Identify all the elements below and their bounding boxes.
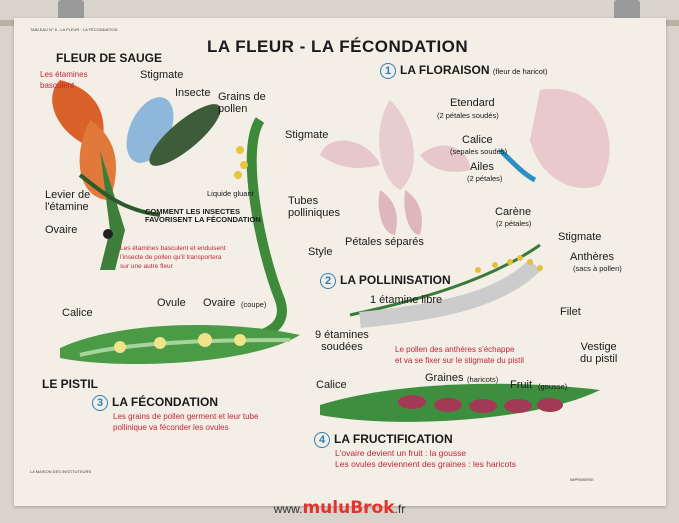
sauge-ovaire: Ovaire bbox=[45, 224, 78, 236]
fruct-calice: Calice bbox=[316, 379, 347, 391]
etendard-note: (2 pétales soudés) bbox=[437, 111, 499, 120]
carene-note: (2 pétales) bbox=[496, 219, 532, 228]
calice-label: Calice bbox=[462, 134, 493, 146]
pistil-ovule: Ovule bbox=[157, 297, 186, 309]
etendard-label: Etendard bbox=[450, 97, 495, 109]
footer-right: IMPRIMERIE bbox=[570, 477, 594, 482]
section2-title-text: LA POLLINISATION bbox=[340, 273, 451, 287]
etamines-soudees: 9 étamines soudées bbox=[315, 329, 369, 353]
header-small: TABLEAU N° 8 - LA FLEUR · LA FÉCONDATION bbox=[30, 27, 118, 32]
pistil-illustration bbox=[60, 117, 300, 365]
pistil-ovaire-note: (coupe) bbox=[241, 300, 267, 309]
antheres-note: (sacs à pollen) bbox=[573, 264, 622, 273]
section3-title-text: LA FÉCONDATION bbox=[112, 395, 218, 409]
pistil-ovaire: Ovaire bbox=[203, 297, 236, 309]
sauge-insecte: Insecte bbox=[175, 87, 211, 99]
pod-illustration bbox=[320, 383, 600, 422]
fruct-note: L'ovaire devient un fruit : la gousse Le… bbox=[335, 448, 516, 470]
pollin-stigmate: Stigmate bbox=[558, 231, 602, 243]
pistil-tubes: Tubes polliniques bbox=[288, 195, 340, 219]
section3-title: 3 LA FÉCONDATION bbox=[92, 395, 218, 411]
ailes-note: (2 pétales) bbox=[467, 174, 503, 183]
sauge-note: Les étamines basculent et enduisent l'in… bbox=[120, 245, 226, 270]
pistil-calice: Calice bbox=[62, 307, 93, 319]
calice-note: (sepales soudés) bbox=[450, 147, 508, 156]
watermark-suffix: .fr bbox=[394, 502, 406, 516]
ailes-label: Ailes bbox=[470, 161, 494, 173]
watermark: www.muluBrok.fr bbox=[0, 498, 679, 518]
pistil-style: Style bbox=[308, 246, 333, 258]
section1-number: 1 bbox=[380, 63, 396, 79]
section2-title: 2 LA POLLINISATION bbox=[320, 273, 451, 289]
sauge-levier: Levier de l'étamine bbox=[45, 189, 91, 213]
section3-number: 3 bbox=[92, 395, 108, 411]
pistil-stigmate: Stigmate bbox=[285, 129, 329, 141]
antheres-label: Anthères bbox=[570, 251, 615, 263]
filet-label: Filet bbox=[560, 306, 581, 318]
page-title: LA FLEUR - LA FÉCONDATION bbox=[207, 37, 469, 56]
sauge-etamines: Les étamines basculent bbox=[40, 70, 88, 90]
pollin-note: Le pollen des anthères s'échappe et va s… bbox=[395, 345, 524, 365]
sage-flower-illustration bbox=[52, 80, 221, 270]
section4-title-text: LA FRUCTIFICATION bbox=[334, 432, 453, 446]
sauge-stigmate: Stigmate bbox=[140, 69, 184, 81]
bean-flower-illustration bbox=[320, 88, 610, 235]
watermark-prefix: www. bbox=[273, 502, 303, 516]
watermark-name: muluBrok bbox=[302, 498, 395, 518]
sauge-title: FLEUR DE SAUGE bbox=[56, 51, 163, 65]
sauge-comment: COMMENT LES INSECTES FAVORISENT LA FÉCON… bbox=[145, 207, 261, 224]
graines-label: Graines bbox=[425, 372, 464, 384]
graines-note: (haricots) bbox=[467, 375, 499, 384]
pollination-illustration bbox=[349, 243, 543, 328]
fruit-label: Fruit bbox=[510, 379, 532, 391]
footer-left: LA MAISON DES INSTITUTEURS bbox=[30, 469, 92, 474]
section2-number: 2 bbox=[320, 273, 336, 289]
fecond-note: Les grains de pollen germent et leur tub… bbox=[113, 412, 259, 432]
fruit-note: (gousse) bbox=[538, 382, 568, 391]
pistil-liquide: Liquide gluant bbox=[207, 189, 254, 198]
section4-title: 4 LA FRUCTIFICATION bbox=[314, 432, 453, 448]
vestige-label: Vestige du pistil bbox=[580, 341, 618, 365]
petales-label: Pétales séparés bbox=[345, 236, 424, 248]
pistil-grains: Grains de pollen bbox=[218, 91, 266, 115]
section4-number: 4 bbox=[314, 432, 330, 448]
section1-subtitle: (fleur de haricot) bbox=[492, 67, 548, 76]
section1-title: 1 LA FLORAISON (fleur de haricot) bbox=[380, 63, 548, 79]
pistil-label: LE PISTIL bbox=[42, 377, 99, 391]
section1-title-text: LA FLORAISON bbox=[400, 63, 490, 77]
carene-label: Carène bbox=[495, 206, 532, 218]
etamine-libre: 1 étamine libre bbox=[370, 294, 443, 306]
